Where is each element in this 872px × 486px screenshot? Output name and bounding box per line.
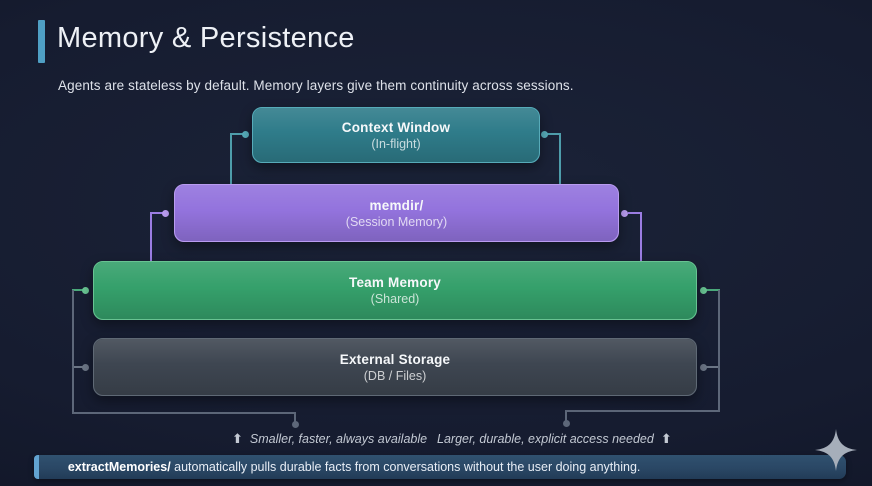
connector-dot-context-right [541,131,548,138]
layer-subtitle: (Shared) [370,292,420,306]
connector-external-left-stub [72,366,84,368]
layer-title: External Storage [339,351,451,367]
rail-right-horizontal [566,410,720,412]
connector-memdir-right-stub [628,212,642,214]
rail-left-vertical [72,290,74,414]
annotation-text: Smaller, faster, always available [249,432,428,446]
connector-memdir-right-drop [640,212,642,262]
layer-subtitle: (DB / Files) [363,368,427,383]
connector-dot-team-right [700,287,707,294]
footer-highlight: extractMemories/ [67,460,171,474]
footer-note: extractMemories/ automatically pulls dur… [34,446,641,486]
connector-context-left-stub [230,133,244,135]
rail-right-vertical [718,290,720,412]
connector-context-right-stub [547,133,561,135]
connector-context-right-drop [559,133,561,185]
slide-subtitle: Agents are stateless by default. Memory … [58,78,574,93]
connector-external-right-stub [706,366,720,368]
connector-dot-external-left [82,364,89,371]
rail-left-horizontal [72,412,296,414]
footer-note-bar: extractMemories/ automatically pulls dur… [34,455,846,479]
connector-context-left-drop [230,133,232,185]
connector-dot-external-right [700,364,707,371]
connector-team-left-stub [72,289,84,291]
layer-external-storage: External Storage (DB / Files) [93,338,697,396]
layer-context-window: Context Window (In-flight) [252,107,540,163]
layer-subtitle: (Session Memory) [345,214,448,229]
connector-team-right-stub [706,289,720,291]
up-arrow-icon: ⬆ [232,431,243,446]
rail-dot-right [563,420,570,427]
layer-title: Team Memory [349,275,441,290]
sparkle-icon [815,429,857,471]
layer-title: memdir/ [369,197,424,213]
page-title: Memory & Persistence [57,22,355,54]
footer-text: automatically pulls durable facts from c… [170,460,641,474]
layer-memdir: memdir/ (Session Memory) [174,184,619,242]
rail-left-end-drop [294,412,296,423]
connector-dot-memdir-right [621,210,628,217]
connector-memdir-left-drop [150,212,152,262]
layer-team-memory: Team Memory (Shared) [93,261,697,320]
connector-memdir-left-stub [150,212,164,214]
title-accent-bar [38,20,45,63]
connector-dot-team-left [82,287,89,294]
footer-accent-bar [34,455,39,479]
layer-subtitle: (In-flight) [371,136,421,151]
rail-dot-left [292,421,299,428]
rail-right-end-drop [565,410,567,421]
up-arrow-icon: ⬆ [660,431,672,446]
annotation-larger-durable: Larger, durable, explicit access needed … [437,431,672,447]
annotation-text: Larger, durable, explicit access needed [437,432,654,446]
connector-dot-context-left [242,131,249,138]
annotation-smaller-faster: ⬆ Smaller, faster, always available [232,431,427,447]
layer-title: Context Window [341,119,451,135]
connector-dot-memdir-left [162,210,169,217]
